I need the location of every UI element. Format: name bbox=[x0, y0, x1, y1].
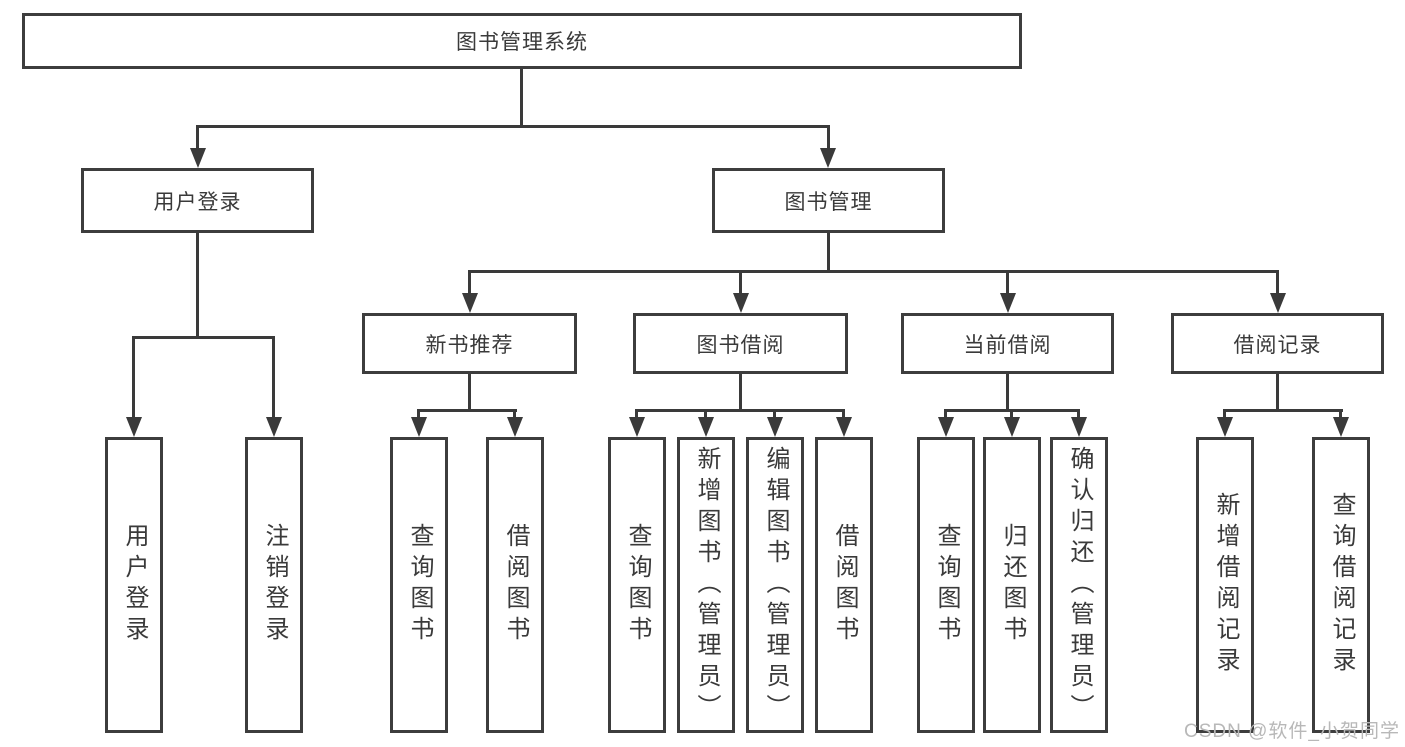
connector-line bbox=[468, 374, 471, 412]
connector-line bbox=[704, 409, 707, 421]
connector-line bbox=[132, 336, 135, 419]
node-book-mgmt-label: 图书管理 bbox=[784, 190, 873, 214]
connector-line bbox=[739, 270, 742, 296]
csdn-watermark: CSDN @软件_小贺同学 bbox=[1184, 721, 1400, 742]
arrow-down-icon bbox=[507, 417, 523, 437]
connector-line bbox=[417, 409, 517, 412]
connector-line bbox=[1006, 270, 1009, 296]
arrow-down-icon bbox=[1071, 417, 1087, 437]
connector-line bbox=[468, 270, 1279, 273]
arrow-down-icon bbox=[1333, 417, 1349, 437]
leaf-bb-edit-books-admin-label: 编辑图书（管理员） bbox=[762, 445, 789, 725]
leaf-rec-query-books: 查询图书 bbox=[390, 437, 448, 733]
leaf-cb-query-books: 查询图书 bbox=[917, 437, 975, 733]
connector-line bbox=[196, 125, 830, 128]
arrow-down-icon bbox=[698, 417, 714, 437]
connector-line bbox=[773, 409, 776, 421]
node-current-borrow-label: 当前借阅 bbox=[963, 333, 1052, 357]
connector-line bbox=[468, 270, 471, 296]
leaf-cb-return-books-label: 归还图书 bbox=[999, 523, 1026, 647]
node-root-label: 图书管理系统 bbox=[456, 31, 588, 54]
arrow-down-icon bbox=[462, 293, 478, 313]
arrow-down-icon bbox=[266, 417, 282, 437]
leaf-bb-add-books-admin: 新增图书（管理员） bbox=[677, 437, 735, 733]
connector-line bbox=[842, 409, 845, 421]
connector-line bbox=[520, 69, 523, 125]
connector-line bbox=[513, 409, 516, 421]
leaf-bb-add-books-admin-label: 新增图书（管理员） bbox=[693, 445, 720, 725]
arrow-down-icon bbox=[1217, 417, 1233, 437]
leaf-bb-borrow-books-label: 借阅图书 bbox=[831, 523, 858, 647]
leaf-br-add-record: 新增借阅记录 bbox=[1196, 437, 1254, 733]
connector-line bbox=[1010, 409, 1013, 421]
arrow-down-icon bbox=[411, 417, 427, 437]
leaf-cb-confirm-return-admin-label: 确认归还（管理员） bbox=[1066, 445, 1093, 725]
leaf-bb-borrow-books: 借阅图书 bbox=[815, 437, 873, 733]
arrow-down-icon bbox=[938, 417, 954, 437]
leaf-bb-edit-books-admin: 编辑图书（管理员） bbox=[746, 437, 804, 733]
leaf-cb-return-books: 归还图书 bbox=[983, 437, 1041, 733]
node-user-login-label: 用户登录 bbox=[153, 190, 242, 214]
node-book-mgmt: 图书管理 bbox=[712, 168, 945, 233]
node-book-borrow-label: 图书借阅 bbox=[696, 333, 785, 357]
arrow-down-icon bbox=[767, 417, 783, 437]
node-root: 图书管理系统 bbox=[22, 13, 1022, 69]
arrow-down-icon bbox=[629, 417, 645, 437]
connector-line bbox=[1276, 374, 1279, 412]
arrow-down-icon bbox=[1000, 293, 1016, 313]
connector-line bbox=[944, 409, 947, 421]
leaf-rec-borrow-books: 借阅图书 bbox=[486, 437, 544, 733]
connector-line bbox=[827, 233, 830, 273]
connector-line bbox=[132, 336, 275, 339]
leaf-bb-query-books: 查询图书 bbox=[608, 437, 666, 733]
connector-line bbox=[1077, 409, 1080, 421]
node-new-book-rec: 新书推荐 bbox=[362, 313, 577, 374]
connector-line bbox=[196, 125, 199, 151]
node-new-book-rec-label: 新书推荐 bbox=[425, 333, 514, 357]
leaf-br-query-record-label: 查询借阅记录 bbox=[1328, 492, 1355, 678]
arrow-down-icon bbox=[836, 417, 852, 437]
leaf-cb-confirm-return-admin: 确认归还（管理员） bbox=[1050, 437, 1108, 733]
arrow-down-icon bbox=[820, 148, 836, 168]
connector-line bbox=[1339, 409, 1342, 421]
connector-line bbox=[1223, 409, 1343, 412]
connector-line bbox=[827, 125, 830, 151]
connector-line bbox=[635, 409, 845, 412]
leaf-user-login: 用户登录 bbox=[105, 437, 163, 733]
node-book-borrow: 图书借阅 bbox=[633, 313, 848, 374]
arrow-down-icon bbox=[1270, 293, 1286, 313]
arrow-down-icon bbox=[733, 293, 749, 313]
connector-line bbox=[196, 233, 199, 339]
arrow-down-icon bbox=[190, 148, 206, 168]
connector-line bbox=[1223, 409, 1226, 421]
leaf-rec-borrow-books-label: 借阅图书 bbox=[502, 523, 529, 647]
connector-line bbox=[272, 336, 275, 419]
leaf-bb-query-books-label: 查询图书 bbox=[624, 523, 651, 647]
node-borrow-records-label: 借阅记录 bbox=[1233, 333, 1322, 357]
leaf-logout-label: 注销登录 bbox=[261, 523, 288, 647]
node-current-borrow: 当前借阅 bbox=[901, 313, 1114, 374]
leaf-br-query-record: 查询借阅记录 bbox=[1312, 437, 1370, 733]
leaf-user-login-label: 用户登录 bbox=[121, 523, 148, 647]
connector-line bbox=[1006, 374, 1009, 412]
leaf-rec-query-books-label: 查询图书 bbox=[406, 523, 433, 647]
connector-line bbox=[417, 409, 420, 421]
node-user-login: 用户登录 bbox=[81, 168, 314, 233]
connector-line bbox=[635, 409, 638, 421]
connector-line bbox=[1276, 270, 1279, 296]
connector-line bbox=[739, 374, 742, 412]
arrow-down-icon bbox=[1004, 417, 1020, 437]
arrow-down-icon bbox=[126, 417, 142, 437]
node-borrow-records: 借阅记录 bbox=[1171, 313, 1384, 374]
leaf-cb-query-books-label: 查询图书 bbox=[933, 523, 960, 647]
leaf-br-add-record-label: 新增借阅记录 bbox=[1212, 492, 1239, 678]
leaf-logout: 注销登录 bbox=[245, 437, 303, 733]
